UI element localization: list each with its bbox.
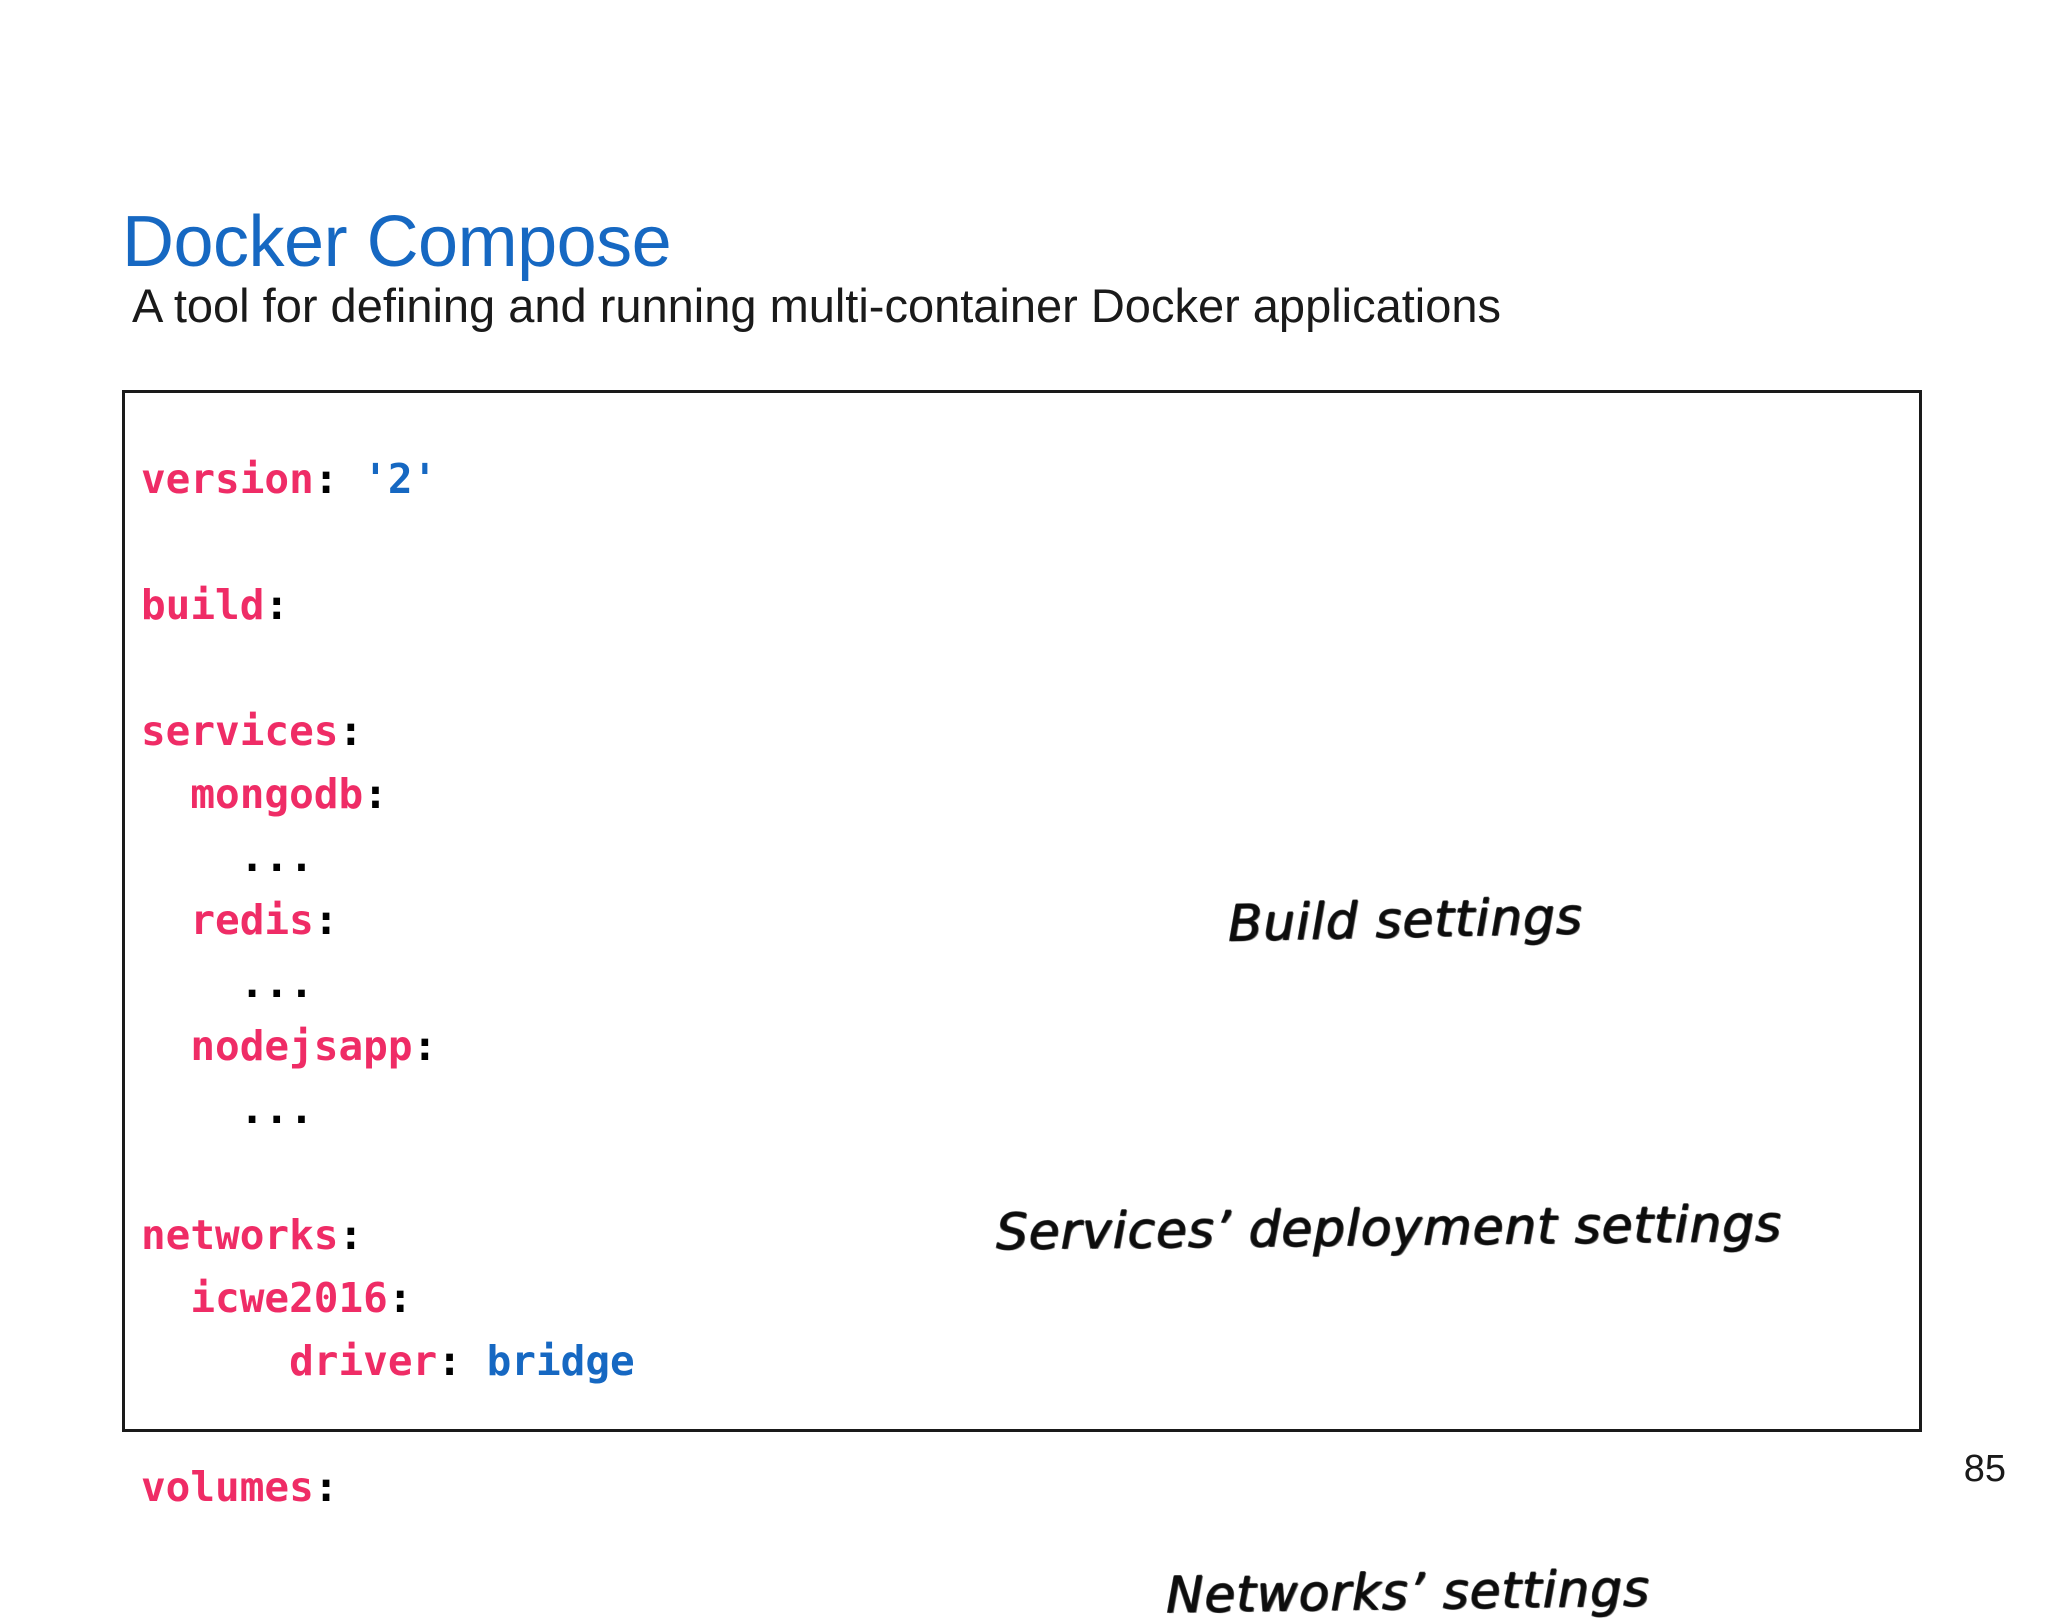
yaml-colon-build: : (264, 581, 290, 629)
yaml-ellipsis-redis: ... (141, 959, 314, 1007)
yaml-indent-icwe2016 (141, 1274, 190, 1322)
code-line-blank-3 (141, 1141, 635, 1204)
code-line-blank-2 (141, 637, 635, 700)
code-line-volumes: volumes: (141, 1456, 635, 1519)
yaml-colon-nodejsapp: : (412, 1022, 438, 1070)
yaml-ellipsis-nodejsapp: ... (141, 1085, 314, 1133)
yaml-key-redis: redis (190, 896, 314, 944)
code-line-networks: networks: (141, 1204, 635, 1267)
page-title: Docker Compose (122, 202, 672, 283)
yaml-value-version: '2' (363, 455, 438, 503)
yaml-colon-version: : (313, 455, 364, 503)
yaml-key-build: build (141, 581, 265, 629)
code-line-version: version: '2' (141, 448, 635, 511)
yaml-ellipsis-mongodb: ... (141, 833, 314, 881)
code-block-container: version: '2' build: services: mongodb: .… (122, 390, 1922, 1624)
yaml-indent-redis (141, 896, 190, 944)
slide-canvas: Docker Compose A tool for defining and r… (122, 202, 2006, 1624)
yaml-colon-volumes: : (313, 1463, 339, 1511)
yaml-indent-driver (141, 1337, 289, 1385)
yaml-colon-networks: : (338, 1211, 364, 1259)
annotation-networks-settings: Networks’ settings (1165, 1559, 1651, 1624)
code-line-ellipsis-nodejsapp: ... (141, 1078, 635, 1141)
yaml-value-driver: bridge (486, 1337, 635, 1385)
code-line-ellipsis-mongodb: ... (141, 826, 635, 889)
page-number: 85 (1963, 1448, 2006, 1490)
code-line-services: services: (141, 700, 635, 763)
yaml-key-volumes: volumes (141, 1463, 314, 1511)
code-line-driver: driver: bridge (141, 1330, 635, 1393)
annotation-build-settings: Build settings (1227, 887, 1584, 953)
yaml-colon-icwe2016: : (387, 1274, 413, 1322)
code-line-build: build: (141, 574, 635, 637)
yaml-colon-redis: : (313, 896, 339, 944)
yaml-key-version: version (141, 455, 314, 503)
yaml-key-mongodb: mongodb (190, 770, 364, 818)
yaml-key-services: services (141, 707, 339, 755)
code-line-blank-1 (141, 511, 635, 574)
code-line-ellipsis-redis: ... (141, 952, 635, 1015)
yaml-colon-driver: : (437, 1337, 487, 1385)
yaml-indent-nodejsapp (141, 1022, 190, 1070)
yaml-key-nodejsapp: nodejsapp (190, 1022, 413, 1070)
code-line-mongodb: mongodb: (141, 763, 635, 826)
yaml-indent-mongodb (141, 770, 190, 818)
yaml-colon-mongodb: : (363, 770, 388, 818)
yaml-key-driver: driver (289, 1337, 438, 1385)
code-line-redis: redis: (141, 889, 635, 952)
page-subtitle: A tool for defining and running multi-co… (132, 279, 1502, 332)
yaml-key-icwe2016: icwe2016 (190, 1274, 388, 1322)
yaml-code-listing: version: '2' build: services: mongodb: .… (141, 448, 635, 1519)
yaml-colon-services: : (338, 707, 364, 755)
code-line-blank-4 (141, 1393, 635, 1456)
annotation-services-deployment-settings: Services’ deployment settings (995, 1194, 1783, 1262)
code-line-nodejsapp: nodejsapp: (141, 1015, 635, 1078)
yaml-key-networks: networks (141, 1211, 339, 1259)
code-line-icwe2016: icwe2016: (141, 1267, 635, 1330)
